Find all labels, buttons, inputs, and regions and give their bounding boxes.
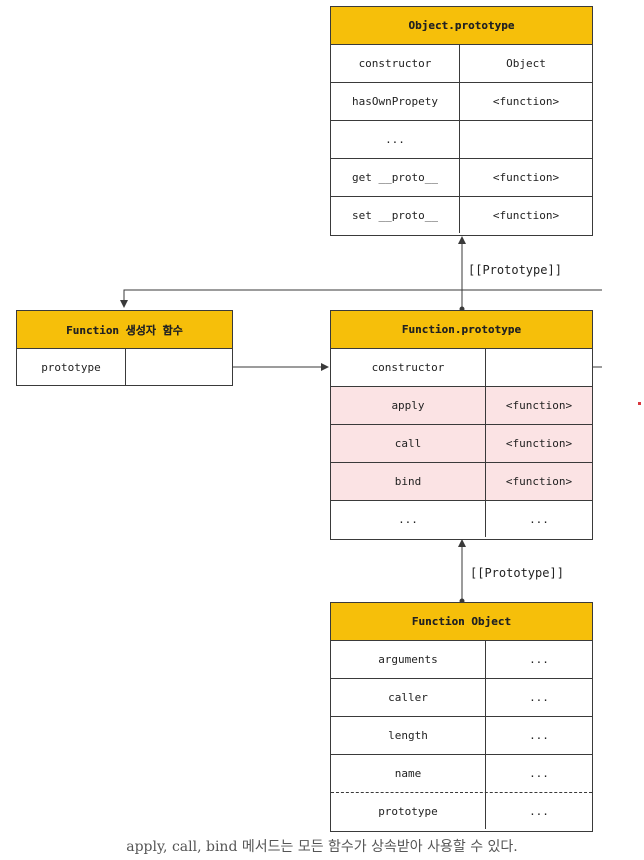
table-row: call <function> — [331, 425, 592, 463]
constructor-link-to-function — [120, 289, 602, 308]
row-key: length — [331, 717, 486, 754]
row-key: ... — [331, 121, 460, 158]
table-row: bind <function> — [331, 463, 592, 501]
row-key: ... — [331, 501, 486, 537]
row-key: get __proto__ — [331, 159, 460, 196]
table-row: prototype ... — [331, 793, 592, 829]
row-value: Object — [506, 57, 546, 70]
table-row: ... — [331, 121, 592, 159]
row-key: prototype — [17, 349, 126, 385]
function-object-title: Function Object — [331, 603, 592, 641]
row-value: ... — [529, 767, 549, 780]
row-value — [460, 121, 592, 158]
row-value — [486, 349, 592, 386]
row-key: call — [331, 425, 486, 462]
function-constructor-box: Function 생성자 함수 prototype — [16, 310, 233, 386]
row-key: hasOwnPropety — [331, 83, 460, 120]
prototype-link-label-bottom: [[Prototype]] — [470, 566, 564, 580]
row-value: ... — [529, 729, 549, 742]
row-value: <function> — [492, 208, 560, 222]
table-row: set __proto__ <function> — [331, 197, 592, 233]
table-row: apply <function> — [331, 387, 592, 425]
row-value: ... — [529, 691, 549, 704]
table-row: name ... — [331, 755, 592, 793]
row-value: <function> — [505, 399, 573, 412]
table-row: constructor — [331, 349, 592, 387]
row-value: <function> — [505, 437, 573, 450]
row-key: set __proto__ — [331, 197, 460, 233]
table-row: length ... — [331, 717, 592, 755]
table-row: hasOwnPropety <function> — [331, 83, 592, 121]
row-key: name — [331, 755, 486, 792]
table-row: arguments ... — [331, 641, 592, 679]
row-value: ... — [529, 512, 549, 526]
row-value: ... — [529, 804, 549, 818]
row-key: apply — [331, 387, 486, 424]
prototype-link-label-top: [[Prototype]] — [468, 263, 562, 277]
row-key: constructor — [331, 349, 486, 386]
row-value: <function> — [492, 171, 560, 184]
row-value: ... — [529, 653, 549, 666]
row-key: prototype — [331, 793, 486, 829]
figure-caption: apply, call, bind 메서드는 모든 함수가 상속받아 사용할 수… — [126, 839, 518, 855]
row-value: <function> — [492, 95, 560, 108]
function-prototype-title: Function.prototype — [331, 311, 592, 349]
table-row: ... ... — [331, 501, 592, 537]
table-row: constructor Object — [331, 45, 592, 83]
row-key: bind — [331, 463, 486, 500]
row-value: <function> — [505, 475, 573, 488]
function-constructor-title: Function 생성자 함수 — [17, 311, 232, 349]
function-prototype-box: Function.prototype constructor apply <fu… — [330, 310, 593, 540]
row-key: constructor — [331, 45, 460, 82]
row-key: arguments — [331, 641, 486, 678]
table-row: caller ... — [331, 679, 592, 717]
table-row: prototype — [17, 349, 232, 385]
function-object-box: Function Object arguments ... caller ...… — [330, 602, 593, 832]
table-row: get __proto__ <function> — [331, 159, 592, 197]
row-key: caller — [331, 679, 486, 716]
object-prototype-title: Object.prototype — [331, 7, 592, 45]
accent-marker — [638, 402, 641, 405]
row-value — [126, 349, 232, 385]
object-prototype-box: Object.prototype constructor Object hasO… — [330, 6, 593, 236]
